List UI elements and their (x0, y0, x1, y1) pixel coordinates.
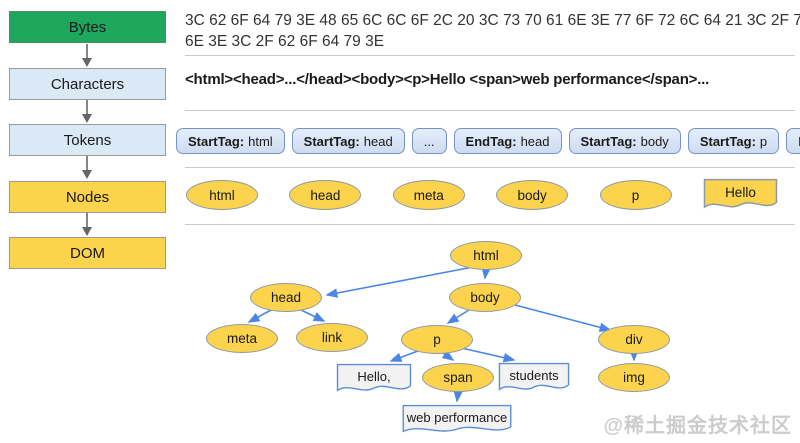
dom-node-p: p (401, 325, 473, 354)
bytes-hex-line2: 6E 3E 3C 2F 62 6F 64 79 3E (185, 33, 385, 50)
dom-node-head: head (250, 283, 322, 312)
token-ellipsis: ... (411, 128, 447, 154)
document-shape-icon (336, 363, 412, 395)
stage-nodes-label: Nodes (65, 188, 110, 206)
token-hello: Hello (786, 128, 800, 154)
row-separator (185, 167, 795, 168)
dom-textnode-students: students (498, 362, 570, 394)
bytes-hex-text: 3C 62 6F 64 79 3E 48 65 6C 6C 6F 2C 20 3… (185, 10, 800, 52)
node-text-hello: Hello (703, 178, 778, 212)
stage-dom: DOM (9, 237, 166, 269)
tokens-row: StartTag: html StartTag: head ... EndTag… (176, 128, 800, 154)
stage-tokens-label: Tokens (63, 131, 112, 149)
token-starttag-body: StartTag: body (568, 128, 681, 154)
stage-tokens: Tokens (9, 124, 166, 156)
down-arrow-icon (82, 213, 92, 236)
token-starttag-html: StartTag: html (176, 128, 285, 154)
down-arrow-icon (82, 100, 92, 123)
document-shape-icon (703, 178, 778, 212)
node-meta: meta (392, 180, 465, 210)
stage-nodes: Nodes (9, 181, 166, 213)
dom-node-span: span (422, 363, 494, 392)
document-shape-icon (401, 404, 513, 436)
stage-dom-label: DOM (70, 244, 105, 262)
row-separator (185, 224, 795, 225)
document-shape-icon (498, 362, 570, 394)
node-p: p (599, 180, 672, 210)
token-starttag-head: StartTag: head (291, 128, 405, 154)
token-endtag-head: EndTag: head (453, 128, 562, 154)
stage-bytes-label: Bytes (68, 18, 107, 36)
node-body: body (496, 180, 569, 210)
row-separator (185, 110, 795, 111)
row-separator (185, 55, 795, 56)
node-html: html (186, 180, 258, 210)
down-arrow-icon (82, 156, 92, 179)
dom-node-div: div (598, 325, 670, 354)
dom-textnode-hello: Hello, (336, 363, 412, 395)
dom-tree: html head body meta link p div span img … (185, 235, 797, 443)
dom-tree-arrows (247, 266, 639, 403)
nodes-row: html head meta body p Hello (186, 178, 778, 212)
stage-bytes: Bytes (9, 11, 166, 43)
node-head: head (289, 180, 362, 210)
dom-node-html: html (450, 241, 522, 270)
dom-node-body: body (449, 283, 521, 312)
dom-node-link: link (296, 323, 368, 352)
token-starttag-p: StartTag: p (687, 128, 780, 154)
dom-textnode-web-performance: web performance (401, 404, 513, 436)
watermark: @稀土掘金技术社区 (603, 415, 792, 437)
characters-markup-text: <html><head>...</head><body><p>Hello <sp… (185, 71, 710, 88)
dom-node-img: img (598, 363, 670, 392)
stage-characters-label: Characters (50, 75, 125, 93)
dom-node-meta: meta (206, 324, 278, 353)
stage-characters: Characters (9, 68, 166, 100)
down-arrow-icon (82, 44, 92, 67)
bytes-hex-line1: 3C 62 6F 64 79 3E 48 65 6C 6C 6F 2C 20 3… (185, 12, 800, 29)
